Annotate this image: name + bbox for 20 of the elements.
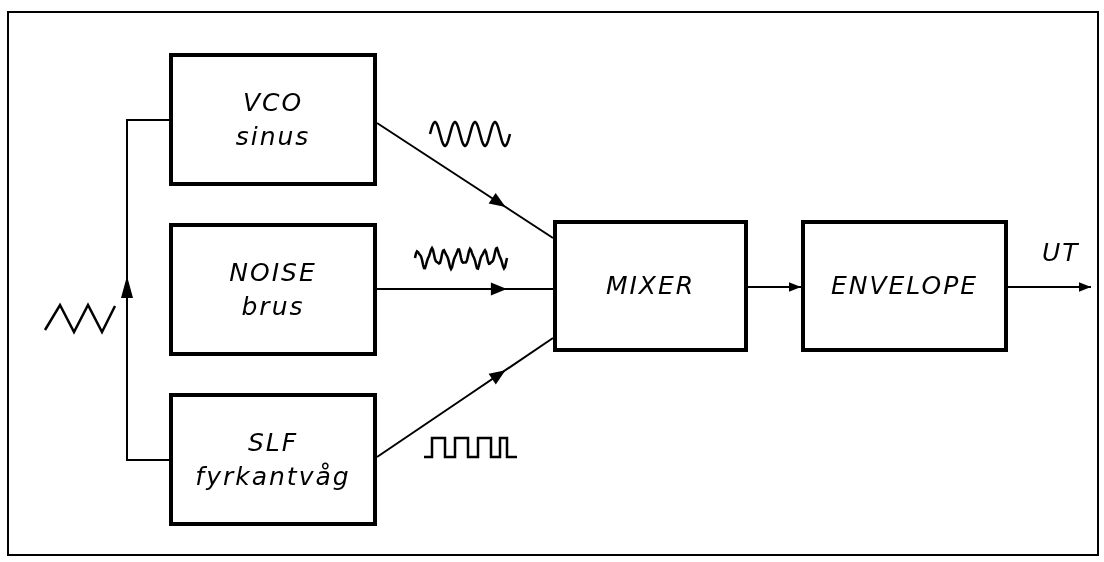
block-box [553, 220, 748, 352]
arrow [376, 282, 554, 296]
block-subtitle: sinus [235, 120, 311, 153]
block-box [169, 393, 377, 526]
edge-label: UT [1042, 238, 1080, 267]
arrow [376, 337, 554, 458]
block-title: VCO [242, 86, 304, 119]
arrow [1007, 282, 1092, 292]
block-title: NOISE [229, 256, 317, 289]
block-subtitle: fyrkantvåg [195, 460, 351, 493]
block-subtitle: brus [241, 290, 305, 323]
block-title: SLF [247, 426, 299, 459]
arrow [376, 122, 554, 239]
arrow [121, 119, 170, 461]
block-box [169, 53, 377, 186]
arrow [747, 282, 802, 292]
block-title: ENVELOPE [830, 270, 979, 303]
block-box [169, 223, 377, 356]
block-title: MIXER [605, 270, 696, 303]
block-box [801, 220, 1008, 352]
